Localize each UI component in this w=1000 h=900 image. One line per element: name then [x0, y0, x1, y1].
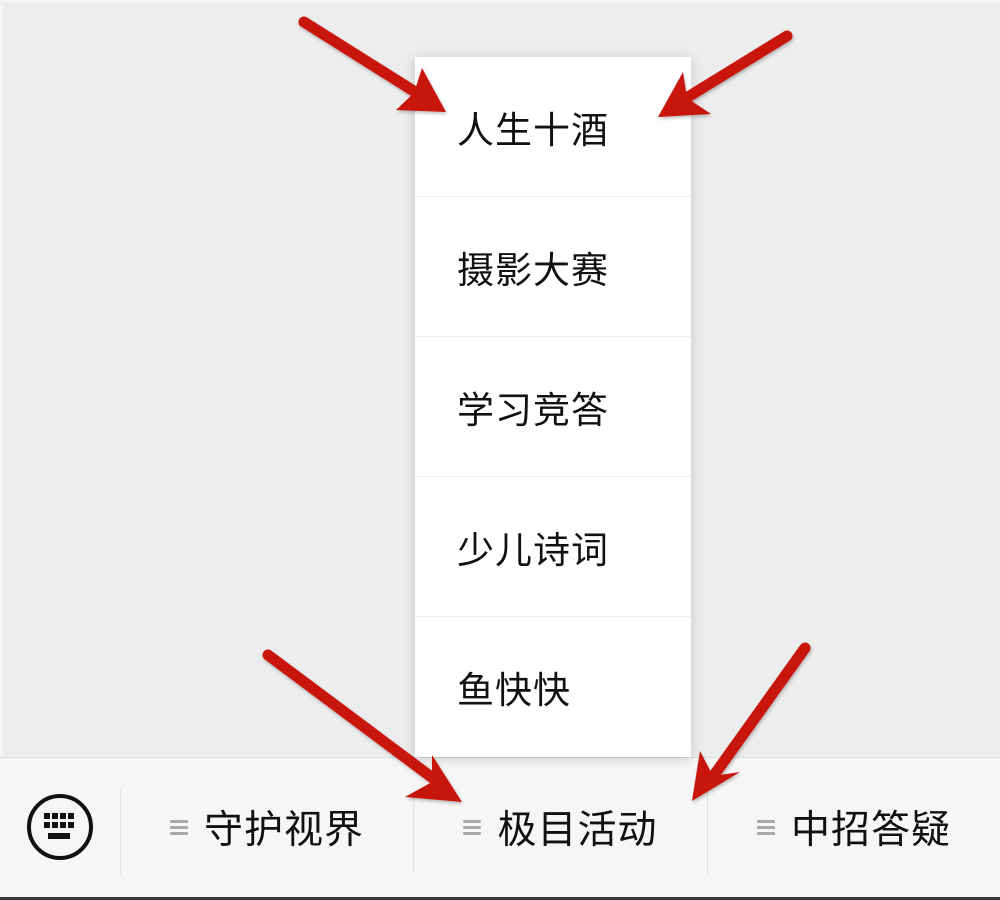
menu-divider [120, 790, 121, 874]
submenu-item-label: 人生十酒 [457, 108, 609, 152]
submenu-item-2[interactable]: 摄影大赛 [415, 197, 691, 337]
hamburger-icon [756, 820, 775, 836]
keyboard-toggle-button[interactable] [27, 794, 93, 860]
tab-1[interactable]: 守护视界 [121, 758, 413, 896]
menu-divider [413, 790, 414, 874]
bottom-edge [0, 897, 1000, 900]
submenu-item-4[interactable]: 少儿诗词 [415, 477, 691, 617]
submenu-item-5[interactable]: 鱼快快 [415, 617, 691, 757]
submenu-item-3[interactable]: 学习竞答 [415, 337, 691, 477]
keyboard-icon [44, 813, 74, 839]
submenu-item-label: 少儿诗词 [457, 528, 609, 572]
tab-label: 极目活动 [497, 808, 658, 853]
left-edge [0, 0, 3, 900]
hamburger-icon [463, 820, 482, 836]
submenu-item-label: 摄影大赛 [457, 248, 609, 292]
menu-divider [707, 790, 708, 874]
tab-3[interactable]: 中招答疑 [708, 758, 1000, 896]
tab-label: 守护视界 [203, 808, 364, 853]
tab-label: 中招答疑 [790, 808, 951, 853]
submenu-item-label: 学习竞答 [457, 388, 609, 432]
hamburger-icon [169, 820, 188, 836]
top-edge [0, 0, 1000, 2]
submenu-popup: 人生十酒 摄影大赛 学习竞答 少儿诗词 鱼快快 [415, 57, 691, 757]
submenu-item-label: 鱼快快 [457, 669, 571, 712]
tab-2[interactable]: 极目活动 [414, 758, 707, 896]
submenu-item-1[interactable]: 人生十酒 [415, 57, 691, 197]
bottom-menu-bar: 守护视界 极目活动 中招答疑 [0, 757, 1000, 897]
